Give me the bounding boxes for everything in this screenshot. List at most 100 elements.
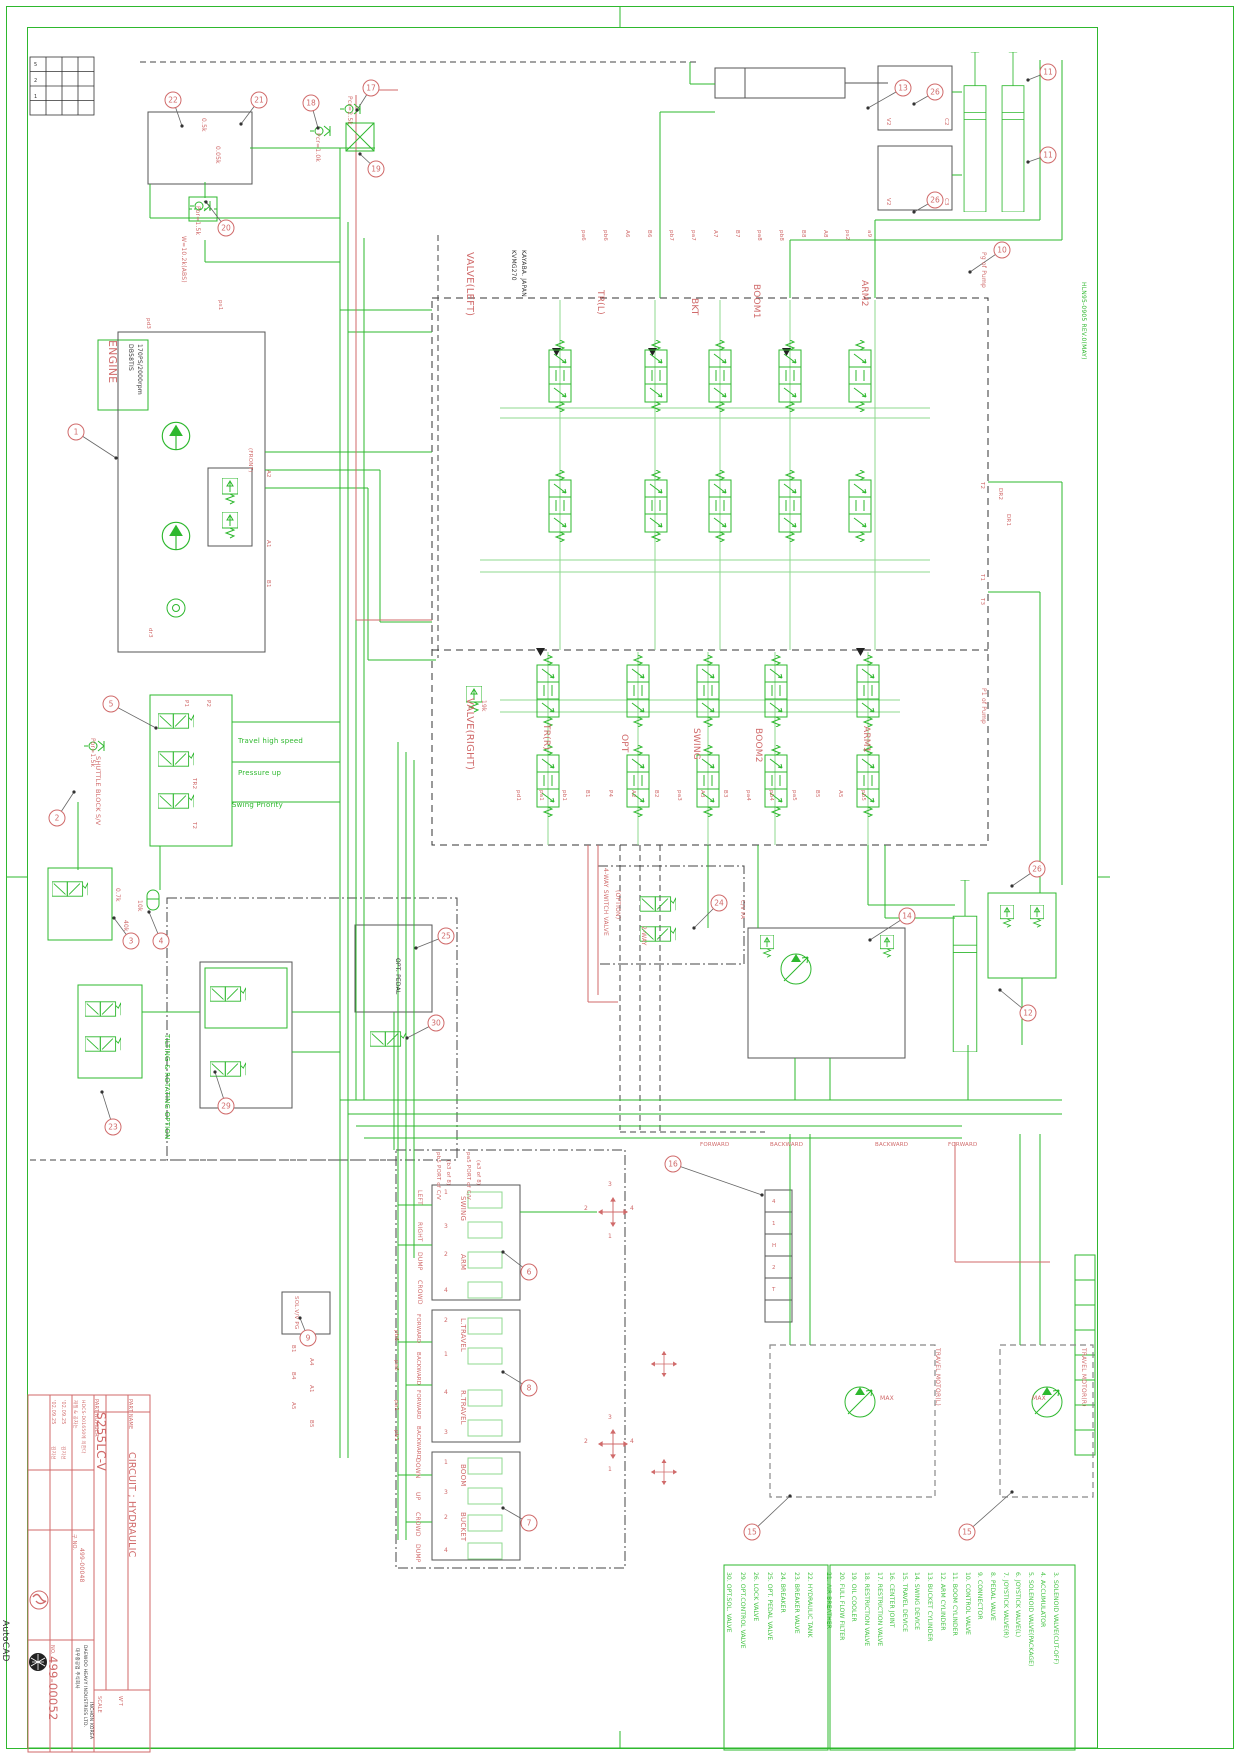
diagram-label: OPT <box>619 734 629 753</box>
title-block-text: PART NAME <box>127 1399 133 1430</box>
diagram-label: pb4 <box>768 790 774 802</box>
part-balloon-13: 13 <box>894 79 912 97</box>
diagram-label: KAYABA. JAPAN <box>520 250 527 297</box>
diagram-label: Por=1.5k <box>194 206 201 236</box>
diagram-label: B3 <box>722 790 728 798</box>
diagram-label: 1 <box>444 1189 449 1196</box>
diagram-label: B6 <box>646 230 652 238</box>
diagram-label: MAX <box>1032 1395 1046 1402</box>
diagram-label: 2 <box>772 1265 776 1271</box>
diagram-label: Por=1.5k <box>89 738 96 768</box>
diagram-label: 3 <box>608 1414 613 1421</box>
parts-list-item: 16. CENTER JOINT <box>888 1572 896 1628</box>
diagram-label: KVMG270 <box>510 250 517 281</box>
parts-list-item: 17. RESTRICTION VALVE <box>875 1572 883 1647</box>
diagram-label: pa7 <box>690 230 696 241</box>
diagram-label: pb6 <box>393 1330 399 1342</box>
diagram-label: C2 <box>943 118 949 126</box>
parts-list-item: 25. OPT. PEDAL VALVE <box>765 1572 773 1641</box>
part-balloon-3: 3 <box>122 932 140 950</box>
part-balloon-12: 12 <box>1019 1004 1037 1022</box>
diagram-label: 4 <box>772 1199 776 1205</box>
border-revision-note: HLN95-0905 REV.0(MAY) <box>1080 282 1087 360</box>
diagram-label: R.TRAVEL <box>459 1390 467 1425</box>
diagram-label: TILTING & ROTATING OPTION <box>163 1034 171 1140</box>
diagram-label: dr3 <box>147 628 153 638</box>
diagram-label: W=10.2k(ABS) <box>180 236 187 283</box>
diagram-label: V2 <box>885 198 891 206</box>
parts-list-item: 18. RESTRICTION VALVE <box>863 1572 870 1647</box>
diagram-label: pa5 <box>791 790 797 801</box>
part-balloon-26: 26 <box>926 83 944 101</box>
parts-list-item: 12. ARM CYLINDER <box>938 1572 946 1631</box>
diagram-label: 1 <box>608 1466 613 1473</box>
diagram-label: DR1 <box>1005 514 1011 527</box>
parts-list-item: 10. CONTROL VALVE <box>963 1572 971 1635</box>
diagram-label: VALVE(LEFT) <box>464 252 475 317</box>
diagram-label: BOOM <box>459 1464 467 1487</box>
diagram-label: ARM2 <box>859 280 869 307</box>
diagram-label: SWING <box>459 1196 467 1222</box>
diagram-label: ps2 <box>844 230 850 241</box>
part-balloon-1: 1 <box>67 423 85 441</box>
part-balloon-9: 9 <box>299 1329 317 1347</box>
diagram-label: UP <box>414 1492 421 1501</box>
diagram-label: 4 <box>444 1547 449 1554</box>
diagram-label: pa6 <box>580 230 586 241</box>
title-block-text: S255LC-V <box>94 1412 108 1472</box>
diagram-label: 1 <box>34 94 38 100</box>
diagram-label: A8 <box>822 230 828 238</box>
diagram-label: B5 <box>308 1420 314 1428</box>
part-balloon-14: 14 <box>898 907 916 925</box>
diagram-label: (FRONT) <box>247 448 253 473</box>
part-balloon-19: 19 <box>367 160 385 178</box>
diagram-label: FORWARD <box>415 1314 421 1344</box>
parts-list-item: 30. OPT.SOL. VALVE <box>725 1572 732 1633</box>
diagram-label: B8 <box>800 230 806 238</box>
parts-list-item: 23. BREAKER VALVE <box>792 1572 800 1634</box>
diagram-label: B2 <box>653 790 659 798</box>
diagram-label: pa3 <box>676 790 682 801</box>
diagram-label: A5 <box>837 790 843 798</box>
diagram-label: 4 <box>444 1287 449 1294</box>
diagram-label: T2 <box>979 482 985 490</box>
diagram-label: 2 <box>34 78 38 84</box>
diagram-label: DUMP <box>414 1544 421 1563</box>
part-balloon-21: 21 <box>250 91 268 109</box>
diagram-label: T3 <box>979 598 985 606</box>
diagram-label: ARM <box>459 1254 467 1271</box>
diagram-label: BACKWARD <box>415 1352 421 1386</box>
diagram-label: H <box>772 1243 777 1249</box>
diagram-label: pb7 <box>668 230 674 242</box>
part-balloon-10: 10 <box>993 241 1011 259</box>
parts-list-item: 6. JOYSTICK VALVE(L) <box>1014 1572 1022 1638</box>
diagram-label: BACKWARD <box>875 1142 909 1148</box>
diagram-label: BACKWARD <box>770 1142 804 1148</box>
diagram-label: BOOM2 <box>753 728 763 763</box>
part-balloon-8: 8 <box>520 1379 538 1397</box>
diagram-label: P1 of Pump <box>980 688 987 725</box>
diagram-label: A1 <box>308 1385 314 1393</box>
part-balloon-29: 29 <box>217 1097 235 1115</box>
diagram-label: SWING <box>691 728 701 760</box>
part-balloon-22: 22 <box>164 91 182 109</box>
diagram-label: 2 <box>444 1514 449 1521</box>
diagram-label: pa6 <box>393 1360 399 1371</box>
diagram-label: pa1 <box>393 1400 399 1411</box>
parts-list-item: 15. TRAVEL DEVICE <box>900 1572 908 1632</box>
diagram-label: C/V PA <box>739 900 745 920</box>
diagram-label: Pcr=2.5k <box>346 96 353 126</box>
part-balloon-11: 11 <box>1039 146 1057 164</box>
part-balloon-16: 16 <box>664 1155 682 1173</box>
diagram-label: pd1 <box>515 790 521 802</box>
parts-list-item: 13. BUCKET CYLINDER <box>926 1572 933 1642</box>
diagram-label: pa5 PORT of C/V <box>465 1152 471 1200</box>
diagram-label: DUMP <box>416 1252 423 1271</box>
diagram-label: 2 <box>444 1317 449 1324</box>
diagram-label: T1 <box>979 574 985 582</box>
parts-list-item: 20. FULL FLOW FILTER <box>837 1572 845 1641</box>
part-balloon-7: 7 <box>520 1514 538 1532</box>
diagram-label: 4-WAY SWITCH VALVE <box>602 868 609 936</box>
part-balloon-26: 26 <box>1028 860 1046 878</box>
